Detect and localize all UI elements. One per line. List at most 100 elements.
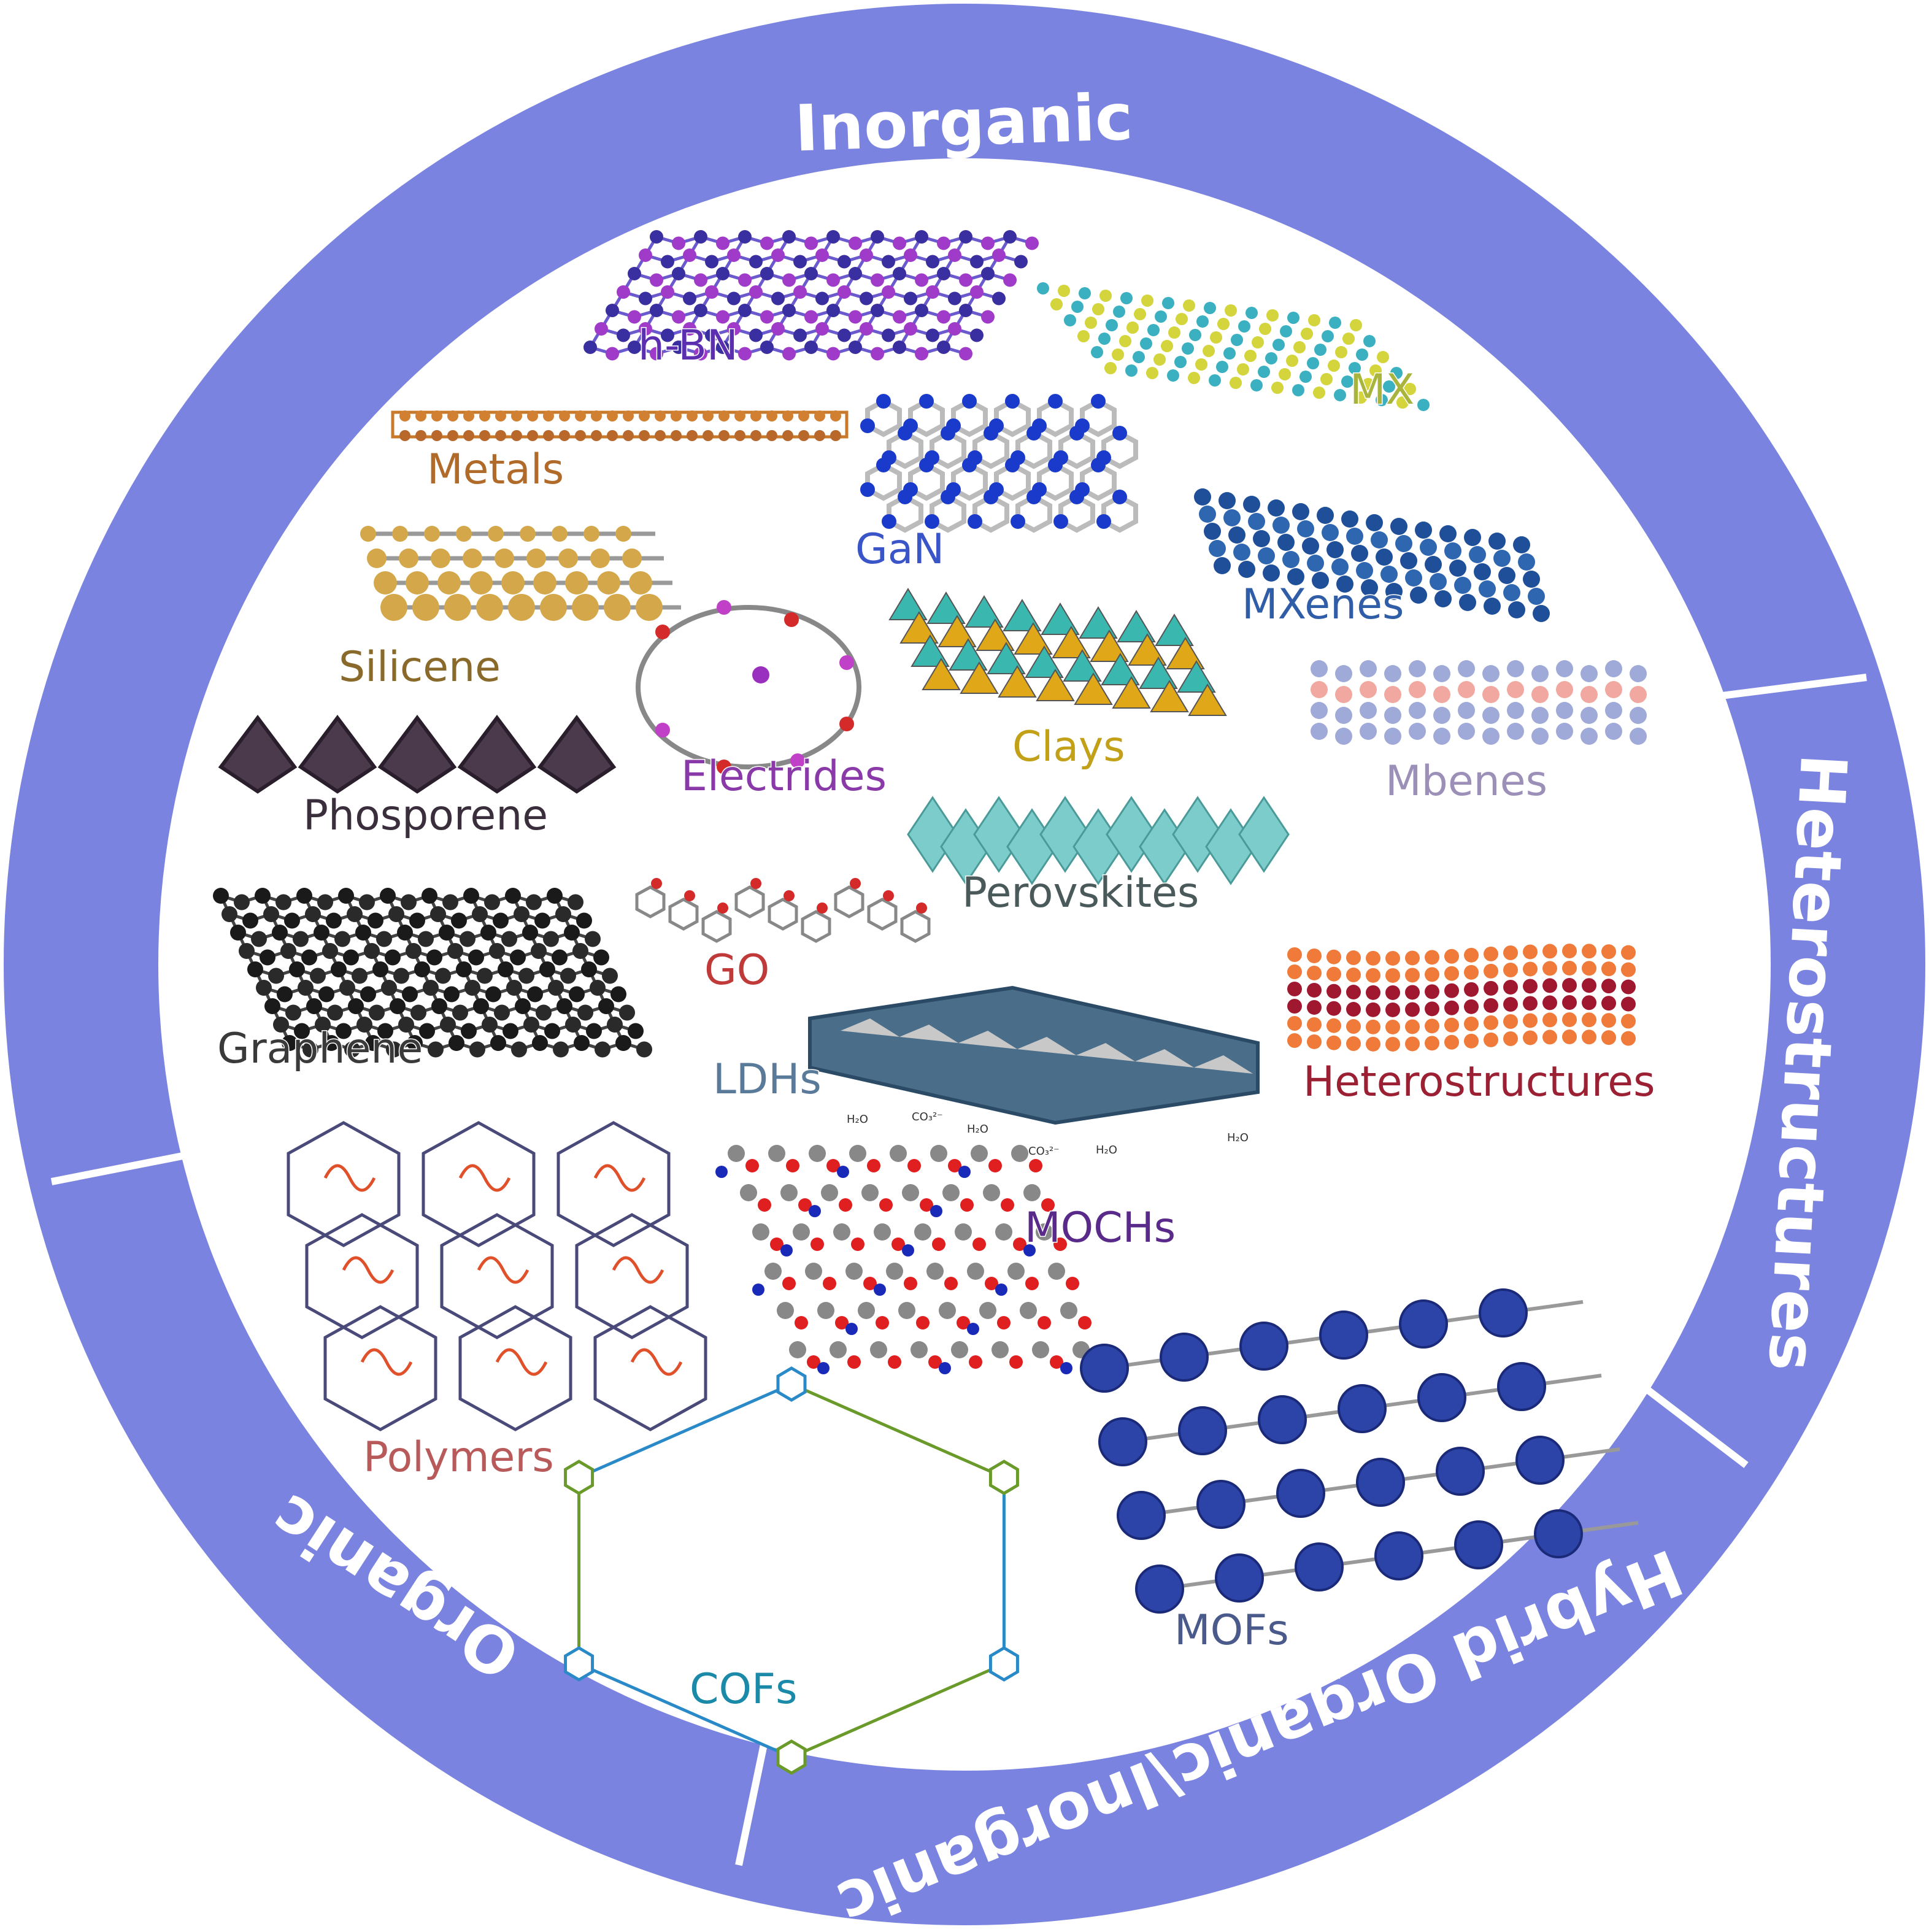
graphene-atom	[306, 998, 322, 1014]
silicene-atom	[488, 526, 504, 542]
hbn-atom	[683, 322, 696, 336]
clays-tetrahedron	[1036, 669, 1075, 701]
mx-atom	[1258, 366, 1270, 378]
mof-node	[1080, 1344, 1129, 1393]
mxenes-atom	[1439, 525, 1457, 542]
gan-structure-illustration	[860, 394, 1138, 533]
polymer-pore	[458, 1305, 572, 1431]
graphene-atom	[560, 968, 576, 984]
mbenes-atom	[1556, 723, 1573, 740]
hetero-atom	[1444, 1017, 1459, 1033]
graphene-atom	[482, 1017, 498, 1033]
graphene-atom	[352, 968, 368, 984]
mbenes-atom	[1458, 681, 1475, 698]
mx-atom	[1217, 318, 1230, 330]
mx-atom	[1155, 310, 1167, 323]
moch-carbon	[752, 1223, 769, 1241]
graphene-atom	[477, 968, 493, 984]
metals-atom	[639, 430, 650, 441]
mof-node	[1338, 1384, 1387, 1433]
hetero-atom	[1346, 1019, 1361, 1034]
hetero-atom	[1425, 1036, 1439, 1051]
hbn-atom	[716, 341, 730, 354]
graphene-atom	[468, 949, 484, 966]
clays-tetrahedron	[1003, 599, 1042, 631]
perovskite-octahedron	[1238, 796, 1290, 873]
graphene-atom	[364, 943, 380, 959]
hbn-atom	[837, 255, 851, 269]
hbn-atom	[882, 328, 895, 342]
metals-atom	[718, 410, 730, 421]
hetero-atom	[1503, 962, 1518, 977]
graphene-atom	[484, 894, 500, 910]
moch-carbon	[874, 1223, 891, 1241]
moch-metal	[967, 1323, 979, 1335]
mbenes-layer-illustration	[1311, 660, 1647, 745]
silicene-atom	[424, 526, 440, 542]
moch-oxygen	[920, 1198, 933, 1212]
moch-carbon	[793, 1223, 810, 1241]
mx-atom	[1279, 368, 1291, 380]
graphene-atom	[576, 912, 592, 929]
gan-atom	[919, 458, 934, 472]
moch-carbon	[833, 1223, 850, 1241]
hetero-atom	[1582, 1012, 1596, 1028]
mx-atom	[1182, 342, 1194, 355]
graphene-atom	[452, 1004, 468, 1021]
gan-atom	[1112, 490, 1127, 504]
hetero-atom	[1484, 998, 1498, 1013]
graphene-atom	[242, 912, 258, 929]
mbenes-atom	[1630, 707, 1647, 724]
clays-tetrahedron	[965, 595, 1004, 628]
clays-tetrahedron	[926, 591, 966, 624]
mxenes-atom	[1219, 492, 1236, 509]
hbn-atom	[970, 328, 984, 342]
electrides-atom	[655, 723, 670, 737]
mbenes-atom	[1384, 707, 1401, 724]
mx-atom	[1280, 325, 1292, 337]
hbn-atom	[760, 310, 774, 324]
gan-atom	[1026, 490, 1041, 504]
phosphorene-pucker	[377, 715, 457, 794]
ldh-slab	[808, 985, 1260, 1125]
label-clays: Clays	[1012, 723, 1125, 771]
ring-separator-heterostructures-hybrid	[1634, 1379, 1749, 1468]
graphene-atom	[388, 906, 404, 922]
metals-atom	[814, 410, 825, 421]
hetero-atom	[1287, 999, 1302, 1014]
hetero-atom	[1405, 1002, 1420, 1017]
graphene-atom	[327, 1004, 343, 1021]
mx-atom	[1250, 379, 1263, 391]
mxenes-atom	[1479, 580, 1496, 598]
graphene-atom	[435, 968, 451, 984]
graphene-atom	[607, 1017, 623, 1033]
graphene-atom	[473, 998, 489, 1014]
hbn-atom	[661, 285, 674, 299]
hetero-atom	[1621, 1014, 1636, 1029]
mxenes-atom	[1405, 569, 1422, 587]
graphene-atom	[456, 961, 472, 977]
hetero-atom	[1405, 950, 1420, 966]
polymer-guest	[630, 1348, 683, 1376]
hetero-atom	[1503, 979, 1518, 995]
moch-carbon	[914, 1223, 931, 1241]
graphene-atom	[502, 1023, 518, 1039]
hbn-atom	[849, 310, 862, 324]
graphene-atom	[355, 925, 371, 941]
mx-atom	[1167, 369, 1179, 382]
mx-atom	[1396, 396, 1409, 409]
cof-link	[790, 1382, 1005, 1479]
mbenes-atom	[1384, 728, 1401, 745]
mbenes-atom	[1507, 681, 1524, 698]
moch-oxygen	[907, 1159, 921, 1172]
electrides-atom	[717, 600, 731, 615]
graphene-atom	[586, 1023, 602, 1039]
graphene-atom	[553, 1041, 569, 1058]
graphene-atom	[409, 912, 425, 929]
metals-atom	[479, 430, 490, 441]
metals-atom	[687, 430, 698, 441]
go-oxygen	[750, 878, 761, 889]
silicene-atom	[629, 571, 652, 595]
moch-carbon	[777, 1302, 794, 1319]
mxenes-atom	[1346, 528, 1363, 545]
